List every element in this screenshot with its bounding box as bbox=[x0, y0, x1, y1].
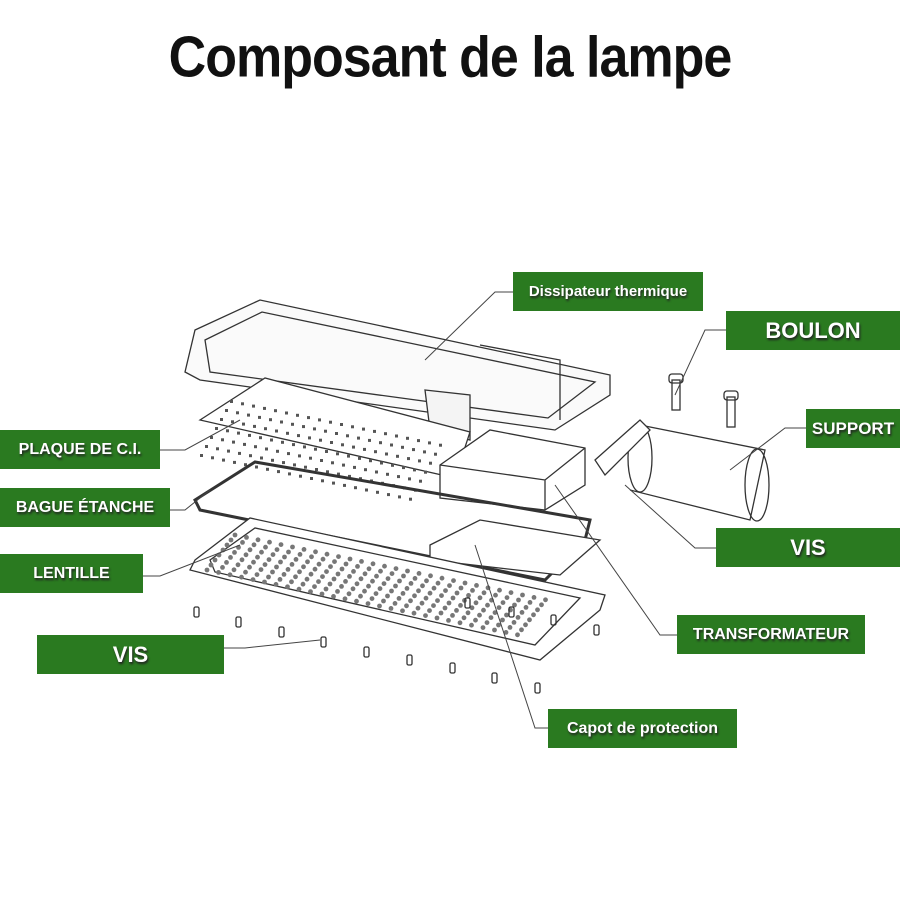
label-bolt: BOULON bbox=[726, 311, 900, 350]
screw bbox=[363, 646, 370, 658]
label-transformer: TRANSFORMATEUR bbox=[677, 615, 865, 654]
lens-drawing bbox=[189, 517, 606, 661]
screw bbox=[193, 606, 200, 618]
leader-lines bbox=[143, 291, 806, 729]
screw bbox=[464, 597, 471, 609]
heat-sink-drawing bbox=[184, 299, 611, 441]
screw bbox=[406, 654, 413, 666]
label-screw-right: VIS bbox=[716, 528, 900, 567]
label-screw-left: VIS bbox=[37, 635, 224, 674]
screw bbox=[235, 616, 242, 628]
page-title: Composant de la lampe bbox=[168, 26, 733, 90]
pcb-drawing bbox=[198, 377, 471, 501]
transformer-drawing bbox=[439, 429, 586, 511]
bolts-drawing bbox=[668, 373, 739, 428]
label-protective-cover: Capot de protection bbox=[548, 709, 737, 748]
support-drawing bbox=[594, 419, 770, 522]
screw bbox=[449, 662, 456, 674]
screw bbox=[508, 606, 515, 618]
screw bbox=[550, 614, 557, 626]
screw bbox=[278, 626, 285, 638]
label-seal-ring: BAGUE ÉTANCHE bbox=[0, 488, 170, 527]
screw bbox=[534, 682, 541, 694]
label-support: SUPPORT bbox=[806, 409, 900, 448]
label-heat-sink: Dissipateur thermique bbox=[513, 272, 703, 311]
label-pcb: PLAQUE DE C.I. bbox=[0, 430, 160, 469]
screws-drawing bbox=[193, 597, 600, 694]
screw bbox=[593, 624, 600, 636]
label-lens: LENTILLE bbox=[0, 554, 143, 593]
screw bbox=[491, 672, 498, 684]
screw bbox=[320, 636, 327, 648]
